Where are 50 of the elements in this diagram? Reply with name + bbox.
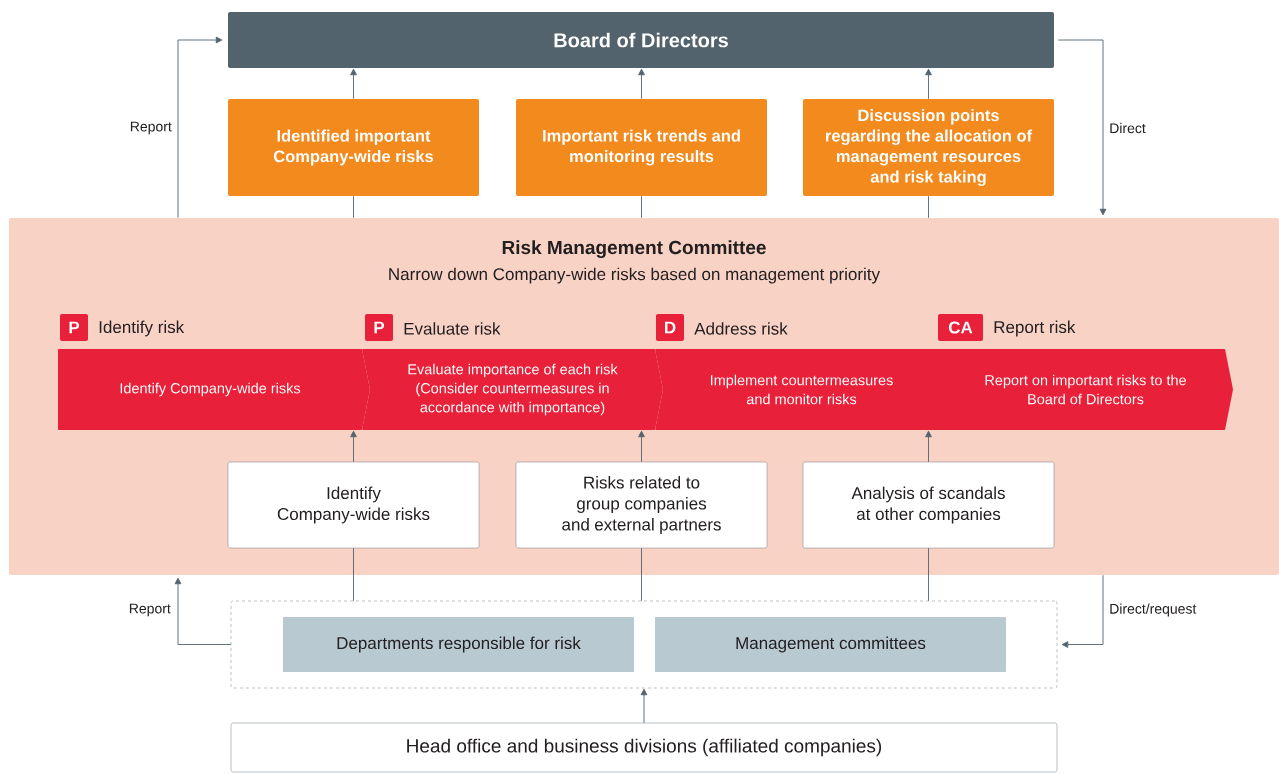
arrow: [640, 688, 648, 724]
arrow: [177, 36, 223, 219]
input-box: Risks related to group companies and external partners: [515, 461, 768, 549]
process-step: Report on important risks to the Board of Directors: [938, 349, 1233, 430]
edge-label: Direct/request: [1110, 603, 1197, 617]
arrow: [350, 430, 357, 463]
edge-label: Direct: [1110, 122, 1146, 134]
phase-badge: CA: [938, 314, 983, 341]
arrow: [1057, 39, 1107, 216]
input-box: Identify Company-wide risks: [227, 461, 480, 549]
panel-subtitle: Narrow down Company-wide risks based on management priority: [389, 267, 880, 284]
phase-badge: P: [365, 314, 393, 341]
arrow: [174, 577, 232, 645]
step-label: Address risk: [694, 322, 788, 335]
arrow: [638, 68, 645, 100]
department-box: Management committees: [655, 617, 1006, 672]
division-box: Head office and business divisions (affiliated companies): [230, 722, 1058, 773]
connector-line: [928, 547, 929, 602]
connector-line: [641, 195, 642, 219]
connector-line: [928, 195, 929, 219]
arrow: [350, 68, 357, 100]
process-step: Identify Company-wide risks: [58, 349, 370, 430]
arrow: [925, 430, 932, 463]
topic-box: Important risk trends and monitoring results: [516, 99, 767, 196]
topic-box: Discussion points regarding the allocation of management resources and risk taking: [803, 99, 1054, 196]
phase-badge: D: [656, 314, 684, 341]
step-label: Report risk: [994, 320, 1076, 337]
node-label: Identify Company-wide risks: [120, 382, 301, 397]
step-label: Identify risk: [99, 320, 185, 337]
step-label: Evaluate risk: [404, 322, 501, 335]
connector-line: [641, 547, 642, 602]
connector-line: [353, 195, 354, 219]
panel-title: Risk Management Committee: [502, 240, 766, 259]
edge-label: Report: [130, 121, 172, 135]
board-box: Board of Directors: [228, 12, 1054, 68]
arrow: [638, 430, 645, 463]
dashed-group-box: [230, 600, 1058, 689]
connector-line: [353, 547, 354, 602]
process-step: Implement countermeasures and monitor risks: [655, 349, 948, 430]
topic-box: Identified important Company-wide risks: [228, 99, 479, 196]
arrow: [1061, 574, 1104, 648]
phase-badge: P: [60, 314, 88, 341]
department-box: Departments responsible for risk: [283, 617, 634, 672]
edge-label: Report: [129, 603, 171, 617]
process-step: Evaluate importance of each risk (Consider countermeasures in accordance with importance): [362, 349, 663, 430]
input-box: Analysis of scandals at other companies: [802, 461, 1055, 549]
node-label: Implement countermeasures and monitor risks: [710, 374, 893, 405]
node-label: Report on important risks to the Board of Directors: [985, 374, 1186, 405]
node-label: Evaluate importance of each risk (Consider countermeasures in accordance with importance): [408, 363, 618, 416]
arrow: [925, 68, 932, 100]
